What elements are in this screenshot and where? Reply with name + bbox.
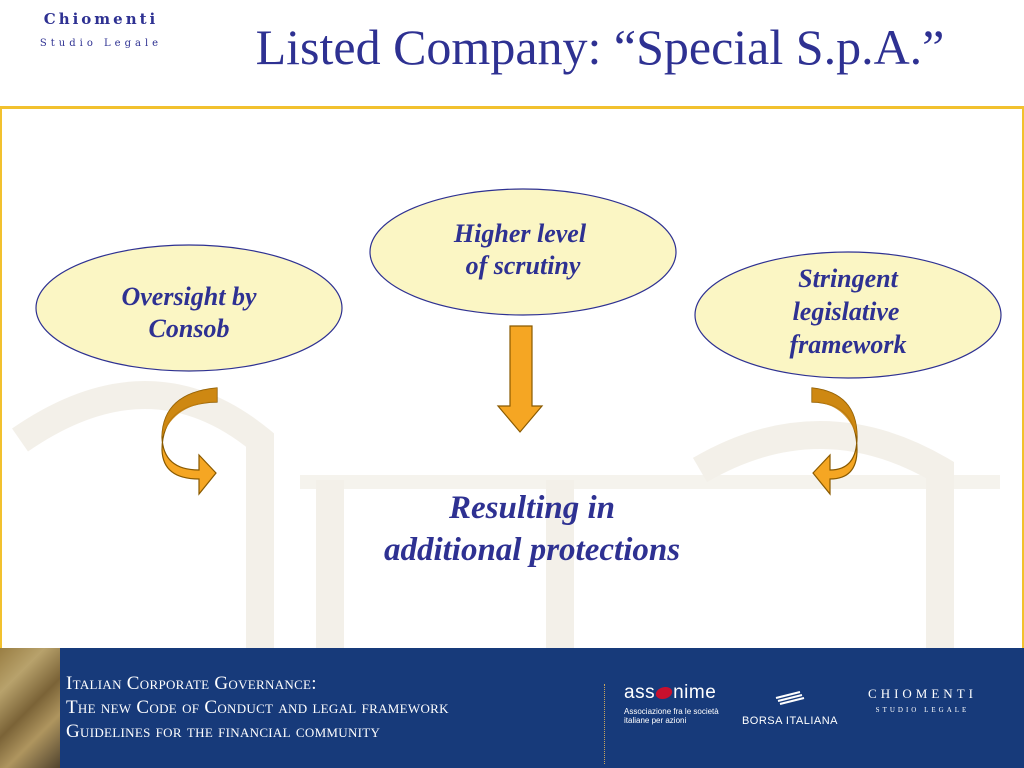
node-legislative-label-1: Stringent bbox=[798, 264, 898, 293]
chiomenti-footer-name: CHIOMENTI bbox=[868, 686, 977, 701]
assonime-o-mark bbox=[654, 686, 674, 699]
footer: Italian Corporate Governance: The new Co… bbox=[0, 648, 1024, 768]
chiomenti-logo: Chiomenti Studio Legale bbox=[26, 10, 176, 49]
borsa-mark-icon bbox=[775, 691, 805, 705]
node-scrutiny-shape bbox=[369, 188, 677, 316]
page-title: Listed Company: “Special S.p.A.” bbox=[255, 19, 945, 75]
flow-diagram: Oversight by Consob Higher level of scru… bbox=[35, 188, 1002, 568]
arrow-scrutiny-to-result bbox=[496, 325, 544, 433]
node-oversight-label-2: Consob bbox=[149, 314, 230, 343]
borsa-italiana-logo: BORSA ITALIANA bbox=[736, 686, 844, 727]
node-scrutiny-label-2: of scrutiny bbox=[466, 251, 581, 280]
left-rule bbox=[0, 109, 2, 649]
node-oversight-shape bbox=[35, 244, 343, 372]
right-rule bbox=[1022, 109, 1024, 649]
logo-line-2: Studio Legale bbox=[39, 38, 163, 49]
result-label-2: additional protections bbox=[384, 532, 680, 568]
arrow-legislative-to-result bbox=[811, 387, 858, 496]
footer-line-1: Italian Corporate Governance: bbox=[66, 673, 317, 694]
node-scrutiny-label-1: Higher level bbox=[453, 219, 587, 248]
node-legislative-shape bbox=[694, 251, 1002, 379]
footer-divider bbox=[604, 684, 606, 764]
header: Chiomenti Studio Legale Listed Company: … bbox=[0, 0, 1024, 106]
result-node: Resulting in additional protections bbox=[384, 490, 680, 568]
assonime-subtitle-2: italiane per azioni bbox=[624, 716, 687, 725]
footer-line-2: The new Code of Conduct and legal framew… bbox=[66, 697, 449, 718]
footer-building-photo bbox=[0, 648, 60, 768]
assonime-name-a: ass bbox=[624, 682, 656, 703]
building-watermark bbox=[12, 381, 1000, 648]
chiomenti-footer-sub: STUDIO LEGALE bbox=[875, 706, 970, 714]
result-label-1: Resulting in bbox=[448, 490, 615, 526]
arrow-oversight-to-result bbox=[161, 387, 218, 496]
node-legislative-label-2: legislative bbox=[793, 297, 900, 326]
header-rule bbox=[0, 106, 1024, 109]
assonime-name-b: nime bbox=[673, 682, 717, 703]
chiomenti-footer-logo: CHIOMENTI STUDIO LEGALE bbox=[860, 686, 985, 714]
node-legislative: Stringent legislative framework bbox=[694, 251, 1002, 379]
node-oversight-label-1: Oversight by bbox=[121, 282, 257, 311]
node-scrutiny: Higher level of scrutiny bbox=[369, 188, 677, 316]
logo-line-1: Chiomenti bbox=[43, 10, 159, 28]
borsa-label: BORSA ITALIANA bbox=[741, 715, 839, 727]
assonime-subtitle-1: Associazione fra le società bbox=[624, 707, 719, 716]
node-oversight: Oversight by Consob bbox=[35, 244, 343, 372]
footer-line-3: Guidelines for the financial community bbox=[66, 721, 381, 742]
footer-caption: Italian Corporate Governance: The new Co… bbox=[66, 672, 449, 744]
node-legislative-label-3: framework bbox=[790, 330, 907, 359]
